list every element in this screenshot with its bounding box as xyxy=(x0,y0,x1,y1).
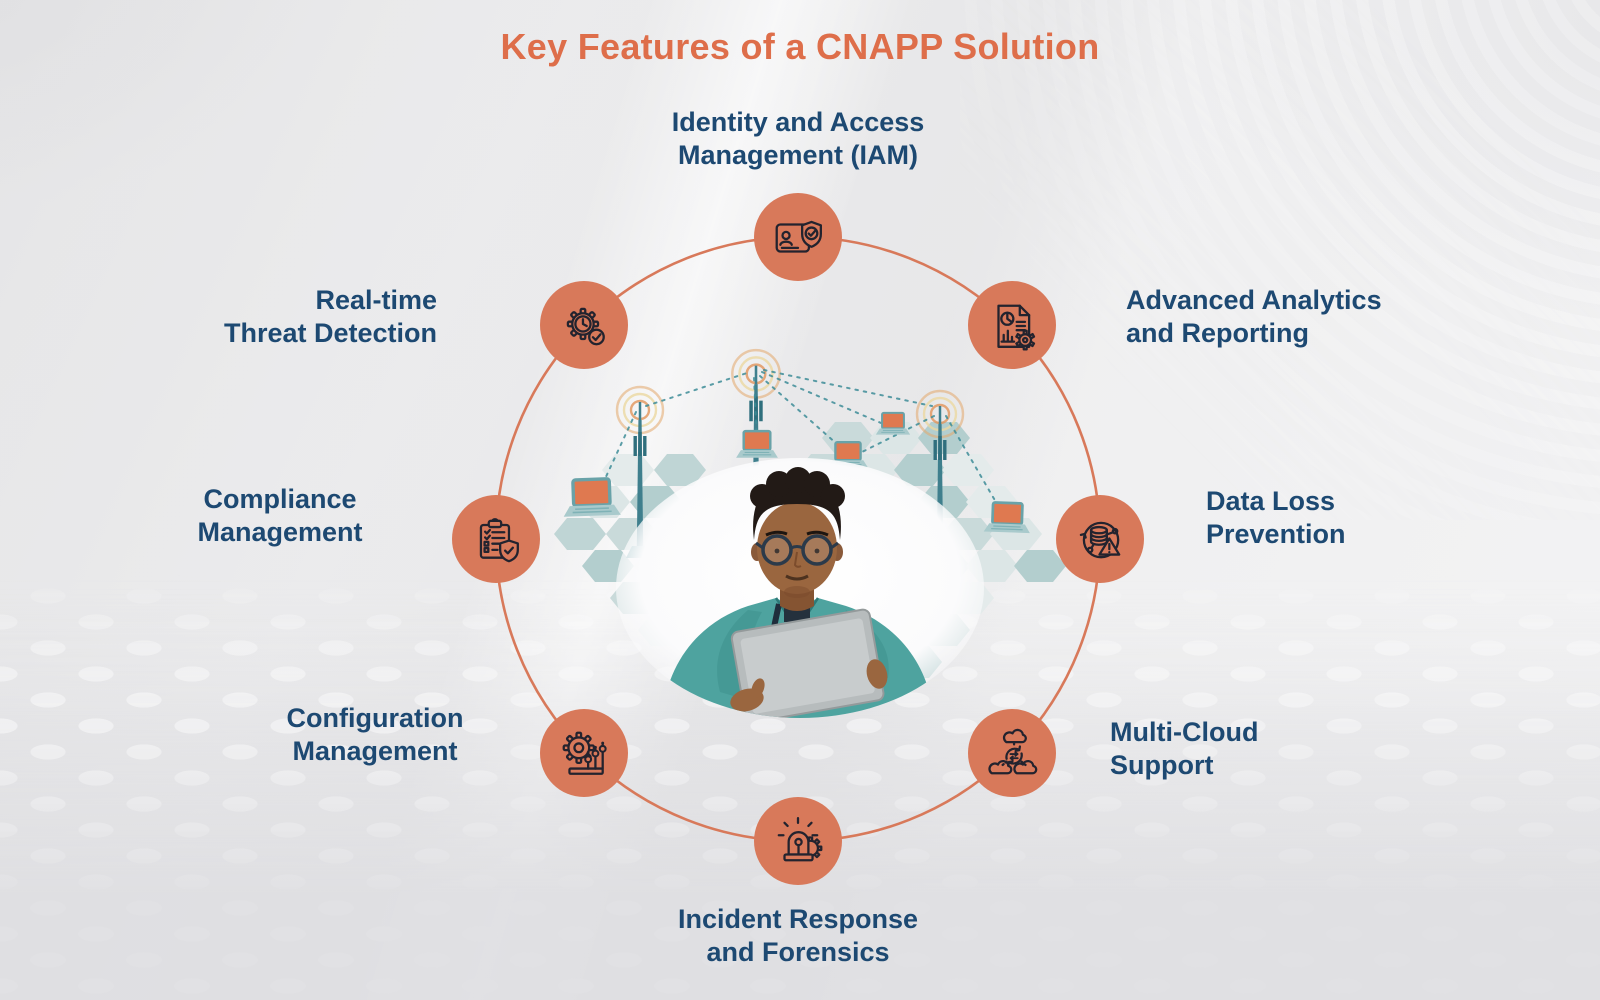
feature-node-compliance xyxy=(452,495,540,583)
feature-node-incident xyxy=(754,797,842,885)
database-alert-sync-icon xyxy=(1079,521,1121,559)
background-wave-texture xyxy=(960,0,1600,520)
feature-node-dlp xyxy=(1056,495,1144,583)
feature-label-multicloud: Multi-Cloud Support xyxy=(1110,717,1259,781)
feature-node-analytics xyxy=(968,281,1056,369)
gear-sliders-icon xyxy=(562,731,607,775)
feature-node-threat xyxy=(540,281,628,369)
feature-label-compliance: Compliance Management xyxy=(197,484,363,548)
checklist-shield-icon xyxy=(479,518,519,563)
person-photo xyxy=(616,458,984,718)
gear-clock-check-icon xyxy=(566,307,605,346)
feature-label-dlp: Data Loss Prevention xyxy=(1206,486,1346,550)
connection-lines xyxy=(597,369,1005,517)
clouds-sync-icon xyxy=(988,728,1038,775)
laptops xyxy=(560,411,1033,535)
feature-node-iam xyxy=(754,193,842,281)
hexagon-grid xyxy=(554,422,1066,678)
id-card-shield-check-icon xyxy=(775,220,822,253)
siren-gear-icon xyxy=(777,817,823,862)
feature-label-analytics: Advanced Analytics and Reporting xyxy=(1126,285,1382,349)
feature-node-multicloud xyxy=(968,709,1056,797)
feature-node-config xyxy=(540,709,628,797)
page-title: Key Features of a CNAPP Solution xyxy=(500,26,1100,67)
feature-label-iam: Identity and Access Management (IAM) xyxy=(671,107,925,171)
feature-label-config: Configuration Management xyxy=(286,703,464,767)
report-chart-gear-icon xyxy=(997,304,1036,351)
feature-label-incident: Incident Response and Forensics xyxy=(677,904,919,968)
feature-label-threat: Real-time Threat Detection xyxy=(223,285,437,349)
cell-towers xyxy=(615,348,965,564)
